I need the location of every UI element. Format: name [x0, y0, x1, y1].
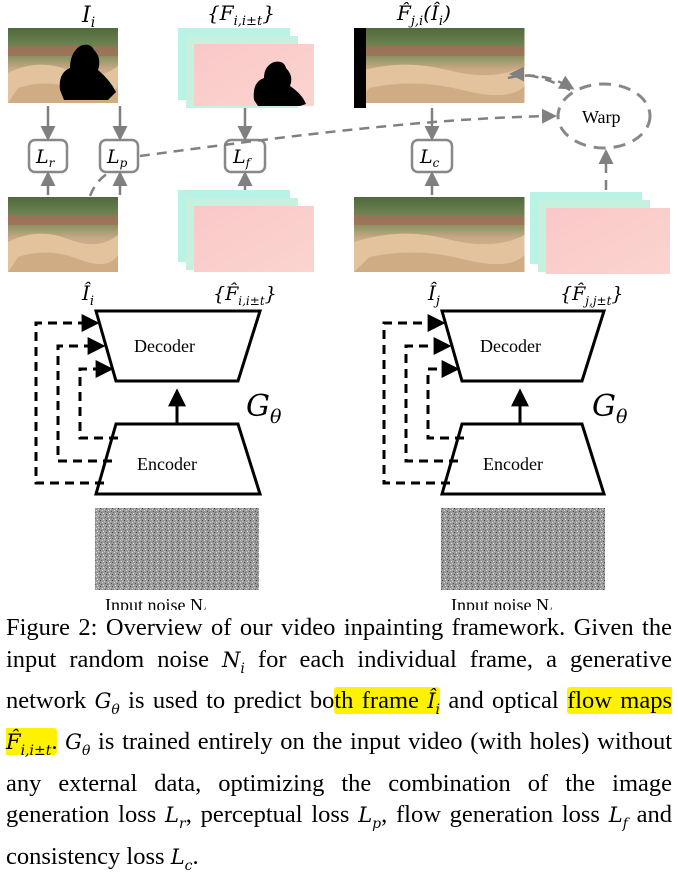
decoder-left-label: Decoder	[134, 336, 195, 356]
predicted-frame-i-image	[8, 197, 118, 272]
g-theta-right: Gθ	[592, 389, 628, 428]
svg-text:Lf: Lf	[232, 146, 253, 170]
loss-c-box: Lc	[410, 138, 454, 174]
label-frame-i: Ii	[81, 3, 95, 31]
input-frame-image	[8, 28, 118, 103]
svg-text:Lr: Lr	[35, 146, 56, 170]
label-warped-flow: F̂j,i(Îi)	[396, 1, 451, 29]
encoder-left-label: Encoder	[137, 454, 197, 474]
g-theta-left: Gθ	[246, 389, 282, 428]
svg-text:Lp: Lp	[106, 146, 128, 170]
loss-p-box: Lp	[98, 138, 140, 174]
decoder-right-label: Decoder	[480, 336, 541, 356]
highlight-frame: th frame Îi	[334, 686, 440, 718]
framework-figure: Ii {Fi,i±t} F̂j,i(Îi) Lr Lp Lf Lc Warp	[8, 1, 670, 610]
noise-image-left	[95, 508, 259, 590]
label-pred-flow-i: {F̂i,i±t}	[213, 283, 277, 308]
svg-text:Lc: Lc	[419, 146, 440, 170]
predicted-frame-j-image	[354, 197, 525, 272]
skip-connections-left	[34, 314, 118, 485]
predicted-flow-stack-j	[530, 192, 670, 274]
noise-left-label: Input noise Ni	[105, 595, 206, 610]
loss-r-box: Lr	[27, 138, 69, 174]
label-pred-flow-j: {F̂j,j±t}	[560, 283, 624, 308]
encoder-right-label: Encoder	[483, 454, 543, 474]
svg-text:Warp: Warp	[582, 107, 621, 127]
noise-image-right	[441, 508, 605, 590]
warped-frame-image	[354, 28, 525, 108]
network-right	[440, 309, 607, 496]
network-left	[94, 309, 263, 496]
skip-connections-right	[382, 314, 464, 485]
predicted-flow-stack-i	[178, 190, 314, 272]
figure-caption: Figure 2: Overview of our video inpainti…	[6, 614, 673, 874]
label-flow-set: {Fi,i±t}	[207, 1, 275, 29]
label-pred-i: Îi	[81, 281, 94, 309]
masked-flow-stack	[178, 28, 314, 108]
noise-right-label: Input noise Nj	[451, 595, 553, 610]
warp-node: Warp	[556, 82, 652, 150]
label-pred-j: Îj	[427, 281, 440, 309]
